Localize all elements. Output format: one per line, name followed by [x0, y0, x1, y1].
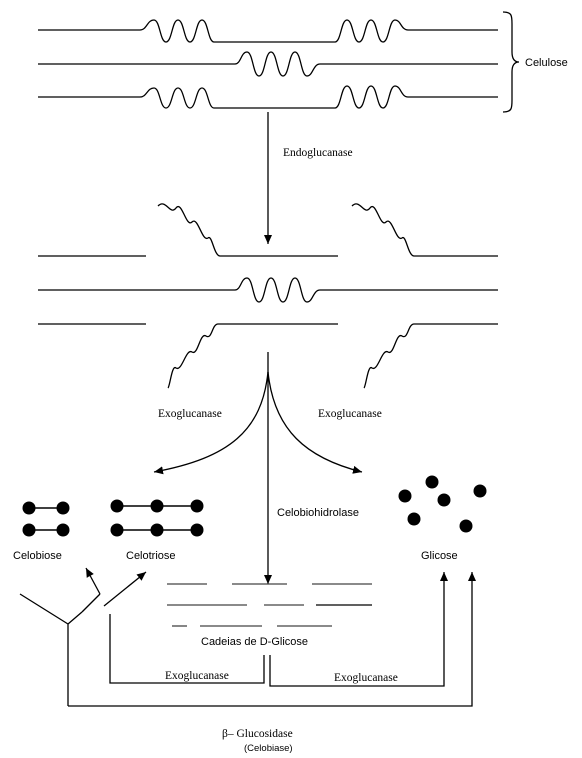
label-glicose: Glicose [421, 550, 458, 562]
glucose-unit-dot [398, 489, 412, 503]
exoglucanase-bottom-left-path [109, 614, 265, 684]
cellulose-chain-2 [38, 51, 498, 77]
label-celobiohidrolase: Celobiohidrolase [277, 507, 359, 519]
cut-chains [38, 203, 498, 389]
cut-chain-bottom-center [167, 323, 338, 389]
arrow-to-celobiose [81, 593, 101, 613]
label-celobiase: (Celobiase) [244, 743, 293, 754]
celobiose-molecules [22, 501, 70, 537]
glucose-unit-dot [22, 501, 36, 515]
label-cadeias: Cadeias de D-Glicose [201, 636, 308, 648]
cut-chain-bottom-right [363, 323, 498, 389]
cut-chain-middle [38, 277, 498, 303]
label-exoglucanase-right: Exoglucanase [318, 408, 382, 420]
glucose-unit-dot [110, 523, 124, 537]
label-celotriose: Celotriose [126, 550, 176, 562]
exoglucanase-bottom-right-path [269, 572, 448, 687]
glucose-unit-dot [150, 523, 164, 537]
glucose-unit-dot [56, 523, 70, 537]
glucose-unit-dot [459, 519, 473, 533]
glucose-unit-dot [425, 475, 439, 489]
celotriose-molecules [110, 499, 204, 537]
glucosidase-fork [19, 593, 83, 706]
label-celulose: Celulose [525, 57, 568, 69]
glucosidase-path [68, 572, 476, 707]
label-endoglucanase: Endoglucanase [283, 147, 353, 159]
glucose-unit-dot [110, 499, 124, 513]
glucose-unit-dot [407, 512, 421, 526]
cellulose-chains [38, 19, 498, 109]
glucose-unit-dot [190, 499, 204, 513]
glucose-unit-dot [473, 484, 487, 498]
cellulose-chain-1 [38, 19, 498, 43]
arrow-to-celobiose-head [85, 567, 101, 595]
cut-chain-top-right [351, 203, 498, 257]
glucose-unit-dot [437, 493, 451, 507]
d-glucose-chains [167, 583, 372, 627]
label-celobiose: Celobiose [13, 550, 62, 562]
exoglucanase-left-arrow [153, 371, 269, 475]
exoglucanase-right-arrow [267, 371, 363, 474]
cellulose-brace [502, 11, 520, 113]
glucose-unit-dot [190, 523, 204, 537]
glicose-molecules [398, 475, 487, 533]
arrow-to-celotriose [103, 571, 147, 607]
label-exoglucanase-bottom-left: Exoglucanase [165, 670, 229, 682]
label-exoglucanase-bottom-right: Exoglucanase [334, 672, 398, 684]
cellulose-chain-3 [38, 85, 498, 109]
label-exoglucanase-left: Exoglucanase [158, 408, 222, 420]
cut-chain-top-center [157, 203, 338, 257]
glucose-unit-dot [56, 501, 70, 515]
glucose-unit-dot [150, 499, 164, 513]
glucose-unit-dot [22, 523, 36, 537]
label-beta-glucosidase: β– Glucosidase [222, 728, 293, 740]
